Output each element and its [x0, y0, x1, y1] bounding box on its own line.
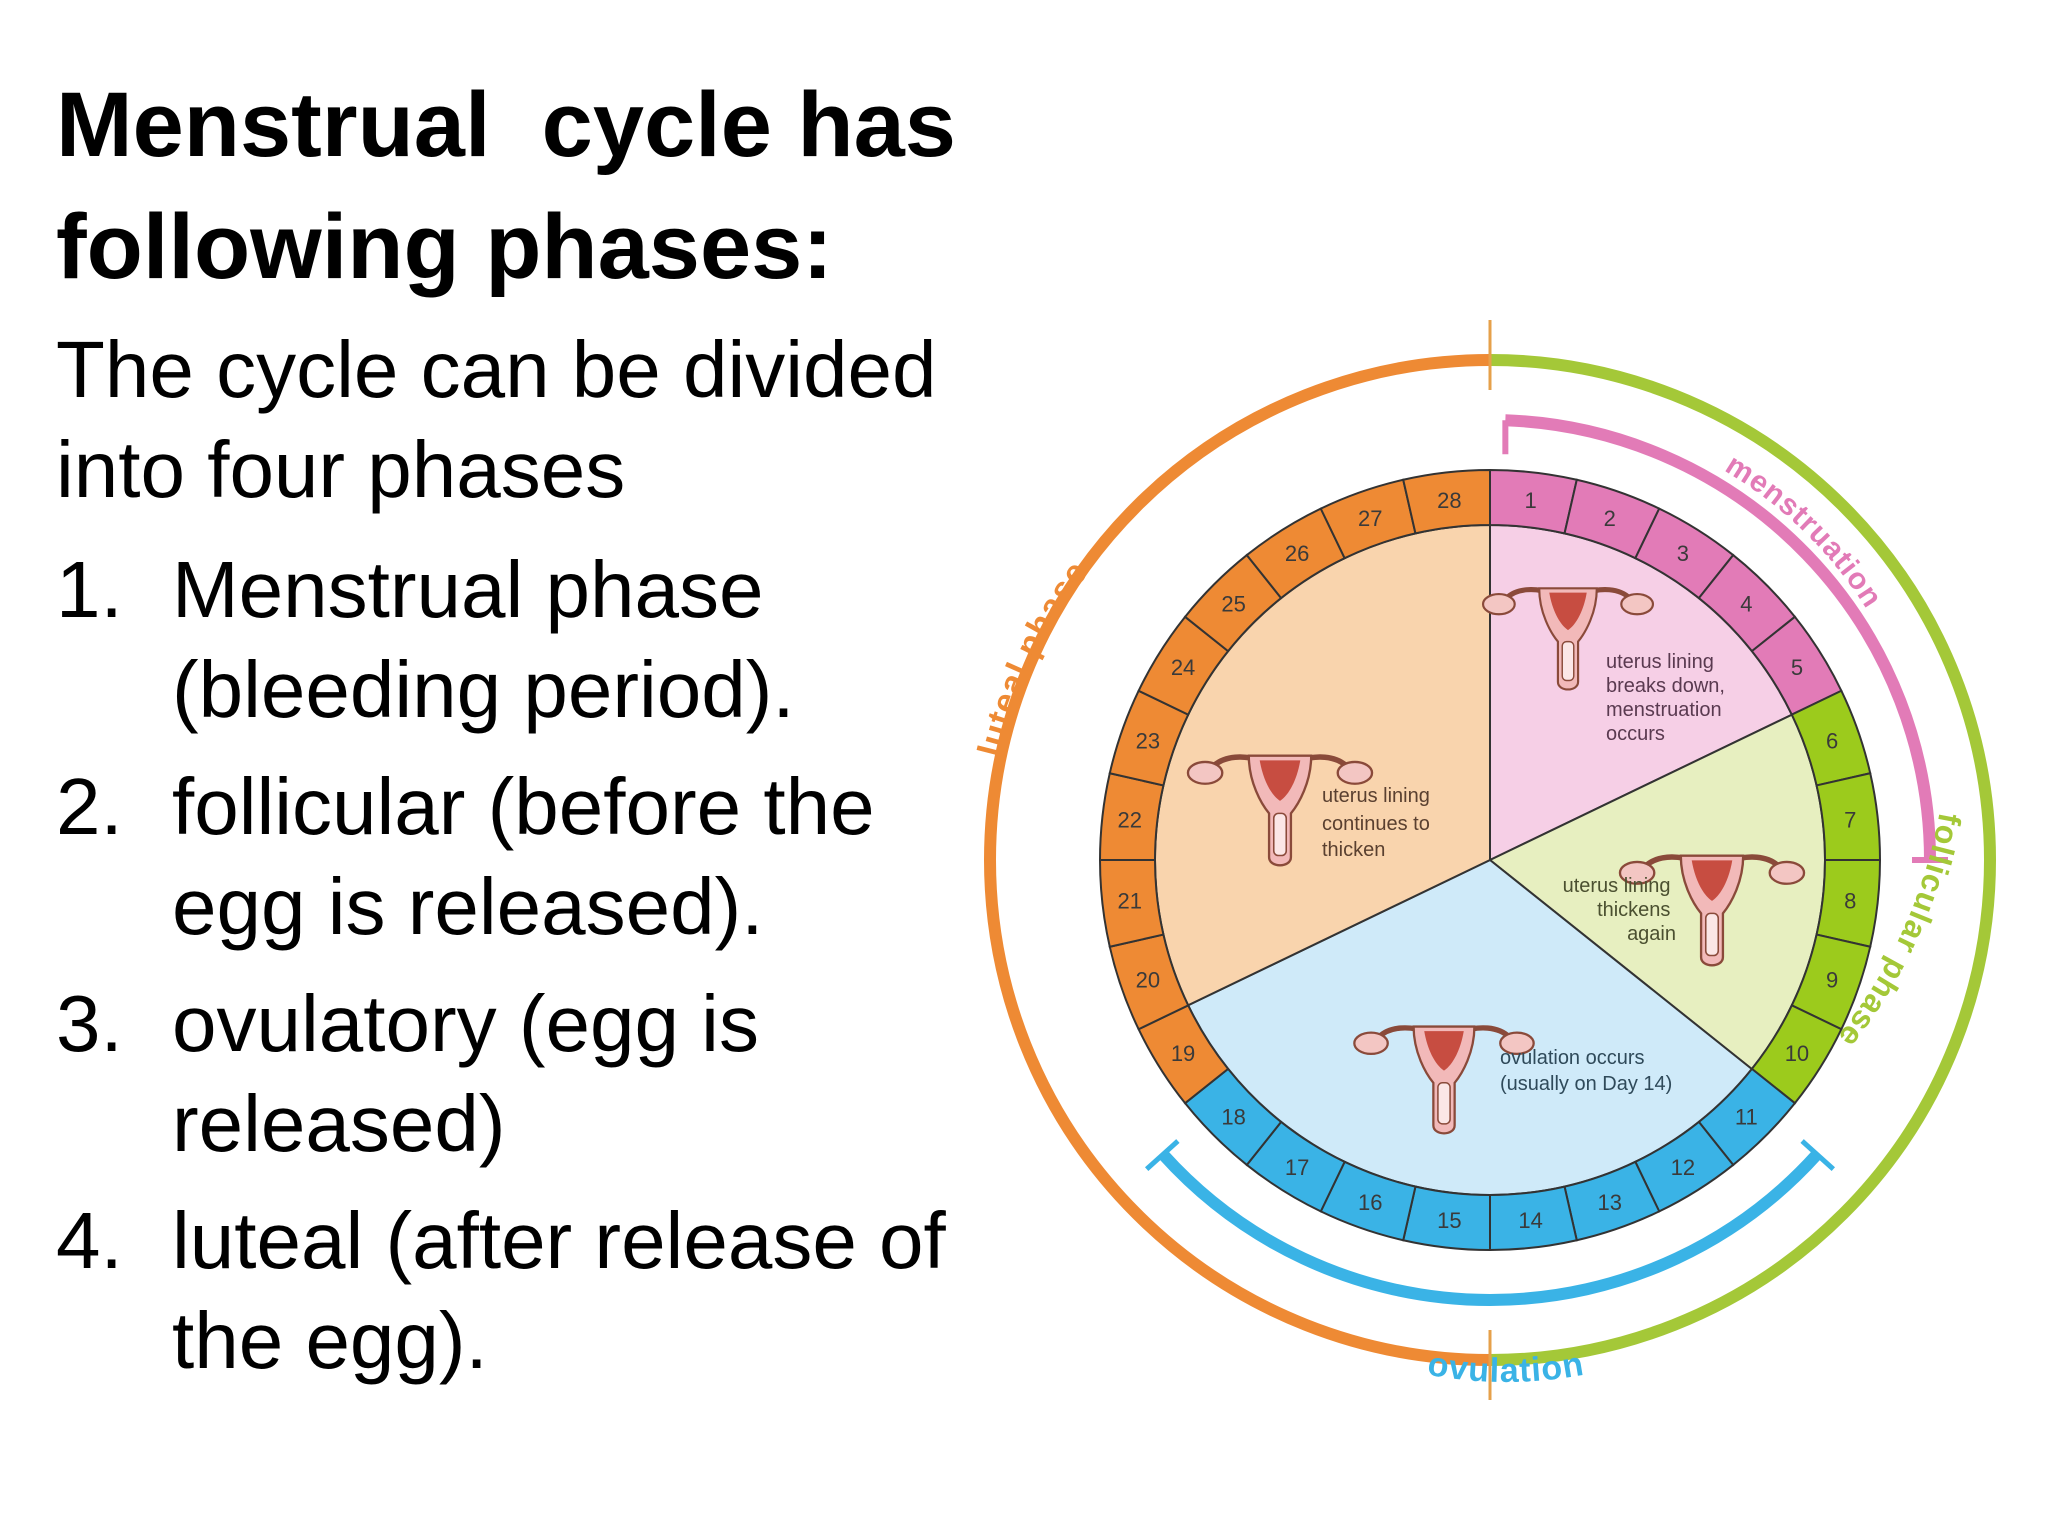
- day-number: 17: [1285, 1155, 1309, 1180]
- phase-list: 1. Menstrual phase (bleeding period). 2.…: [56, 540, 1036, 1408]
- phase-number: 3.: [56, 979, 123, 1068]
- phase-line: (bleeding period).: [172, 645, 795, 734]
- phase-line: ovulatory (egg is: [172, 979, 759, 1068]
- luteal-outer-arc: [984, 354, 1491, 1366]
- slide-title: Menstrual cycle has following phases:: [56, 64, 1056, 308]
- intro-line-1: The cycle can be divided: [56, 325, 937, 414]
- day-number: 25: [1221, 592, 1245, 617]
- day-number: 7: [1844, 807, 1856, 832]
- follicular-sector-caption: uterus lining thickens again: [1563, 875, 1676, 945]
- title-line-1: Menstrual cycle has: [56, 74, 956, 176]
- day-ring: 1234567891011121314151617181920212223242…: [1098, 468, 1882, 1252]
- day-number: 3: [1677, 541, 1689, 566]
- intro-line-2: into four phases: [56, 425, 626, 514]
- day-number: 22: [1118, 807, 1142, 832]
- phase-line: released): [172, 1079, 506, 1168]
- day-number: 6: [1826, 728, 1838, 753]
- phase-line: follicular (before the: [172, 762, 875, 851]
- menstrual-sector-caption: uterus lining breaks down, menstruation …: [1606, 651, 1731, 745]
- day-number: 13: [1597, 1190, 1621, 1215]
- luteal-phase-label: luteal phase: [971, 553, 1096, 760]
- uterus-icon-ovulation: [1353, 1025, 1535, 1135]
- day-number: 24: [1171, 655, 1195, 680]
- day-number: 28: [1437, 488, 1461, 513]
- day-number: 14: [1518, 1208, 1542, 1233]
- uterus-icon-luteal: [1186, 754, 1374, 867]
- phase-line: luteal (after release of: [172, 1196, 946, 1285]
- outer-phase-arcs: [984, 320, 1996, 1400]
- day-number: 8: [1844, 889, 1856, 914]
- day-number: 4: [1740, 592, 1752, 617]
- phase-number: 2.: [56, 762, 123, 851]
- day-number: 1: [1524, 488, 1536, 513]
- phase-item-luteal: 4. luteal (after release of the egg).: [56, 1191, 1036, 1391]
- day-number: 15: [1437, 1208, 1461, 1233]
- phase-number: 4.: [56, 1196, 123, 1285]
- day-number: 23: [1136, 728, 1160, 753]
- ovulation-bracket-tick: [1144, 1139, 1180, 1171]
- phase-line: Menstrual phase: [172, 545, 764, 634]
- day-number: 11: [1735, 1104, 1758, 1129]
- day-number: 18: [1221, 1104, 1245, 1129]
- phase-line: the egg).: [172, 1296, 488, 1385]
- day-number: 12: [1671, 1155, 1695, 1180]
- phase-item-follicular: 2. follicular (before the egg is release…: [56, 757, 1036, 957]
- ovulation-bracket: [1158, 1150, 1822, 1306]
- cycle-sectors: [1153, 523, 1826, 1197]
- intro-text: The cycle can be divided into four phase…: [56, 320, 1016, 520]
- ovulation-sector-caption: ovulation occurs (usually on Day 14): [1500, 1047, 1672, 1095]
- day-number: 26: [1285, 541, 1309, 566]
- day-number: 10: [1785, 1041, 1809, 1066]
- day-number: 21: [1118, 889, 1142, 914]
- day-number: 20: [1136, 968, 1160, 993]
- day-number: 16: [1358, 1190, 1382, 1215]
- uterus-illustrations: [1186, 587, 1806, 1135]
- title-line-2: following phases:: [56, 196, 833, 298]
- day-number: 19: [1171, 1041, 1195, 1066]
- ovulation-bracket-tick: [1800, 1139, 1836, 1171]
- day-number: 9: [1826, 968, 1838, 993]
- menstrual-cycle-diagram: 1234567891011121314151617181920212223242…: [971, 320, 1996, 1400]
- uterus-icon-menstrual: [1481, 587, 1655, 691]
- ovulation-label: ovulation: [1425, 1345, 1587, 1390]
- phase-number: 1.: [56, 545, 123, 634]
- follicular-outer-arc: [1489, 354, 1996, 1366]
- phase-item-menstrual: 1. Menstrual phase (bleeding period).: [56, 540, 1036, 740]
- menstruation-bracket: [1505, 414, 1936, 861]
- phase-line: egg is released).: [172, 862, 764, 951]
- day-number: 27: [1358, 506, 1382, 531]
- luteal-sector-caption: uterus lining continues to thicken: [1322, 785, 1435, 861]
- uterus-icon-follicular: [1618, 854, 1806, 967]
- phase-item-ovulatory: 3. ovulatory (egg is released): [56, 974, 1036, 1174]
- day-number: 5: [1791, 655, 1803, 680]
- day-segment: [1402, 468, 1491, 535]
- day-number: 2: [1604, 506, 1616, 531]
